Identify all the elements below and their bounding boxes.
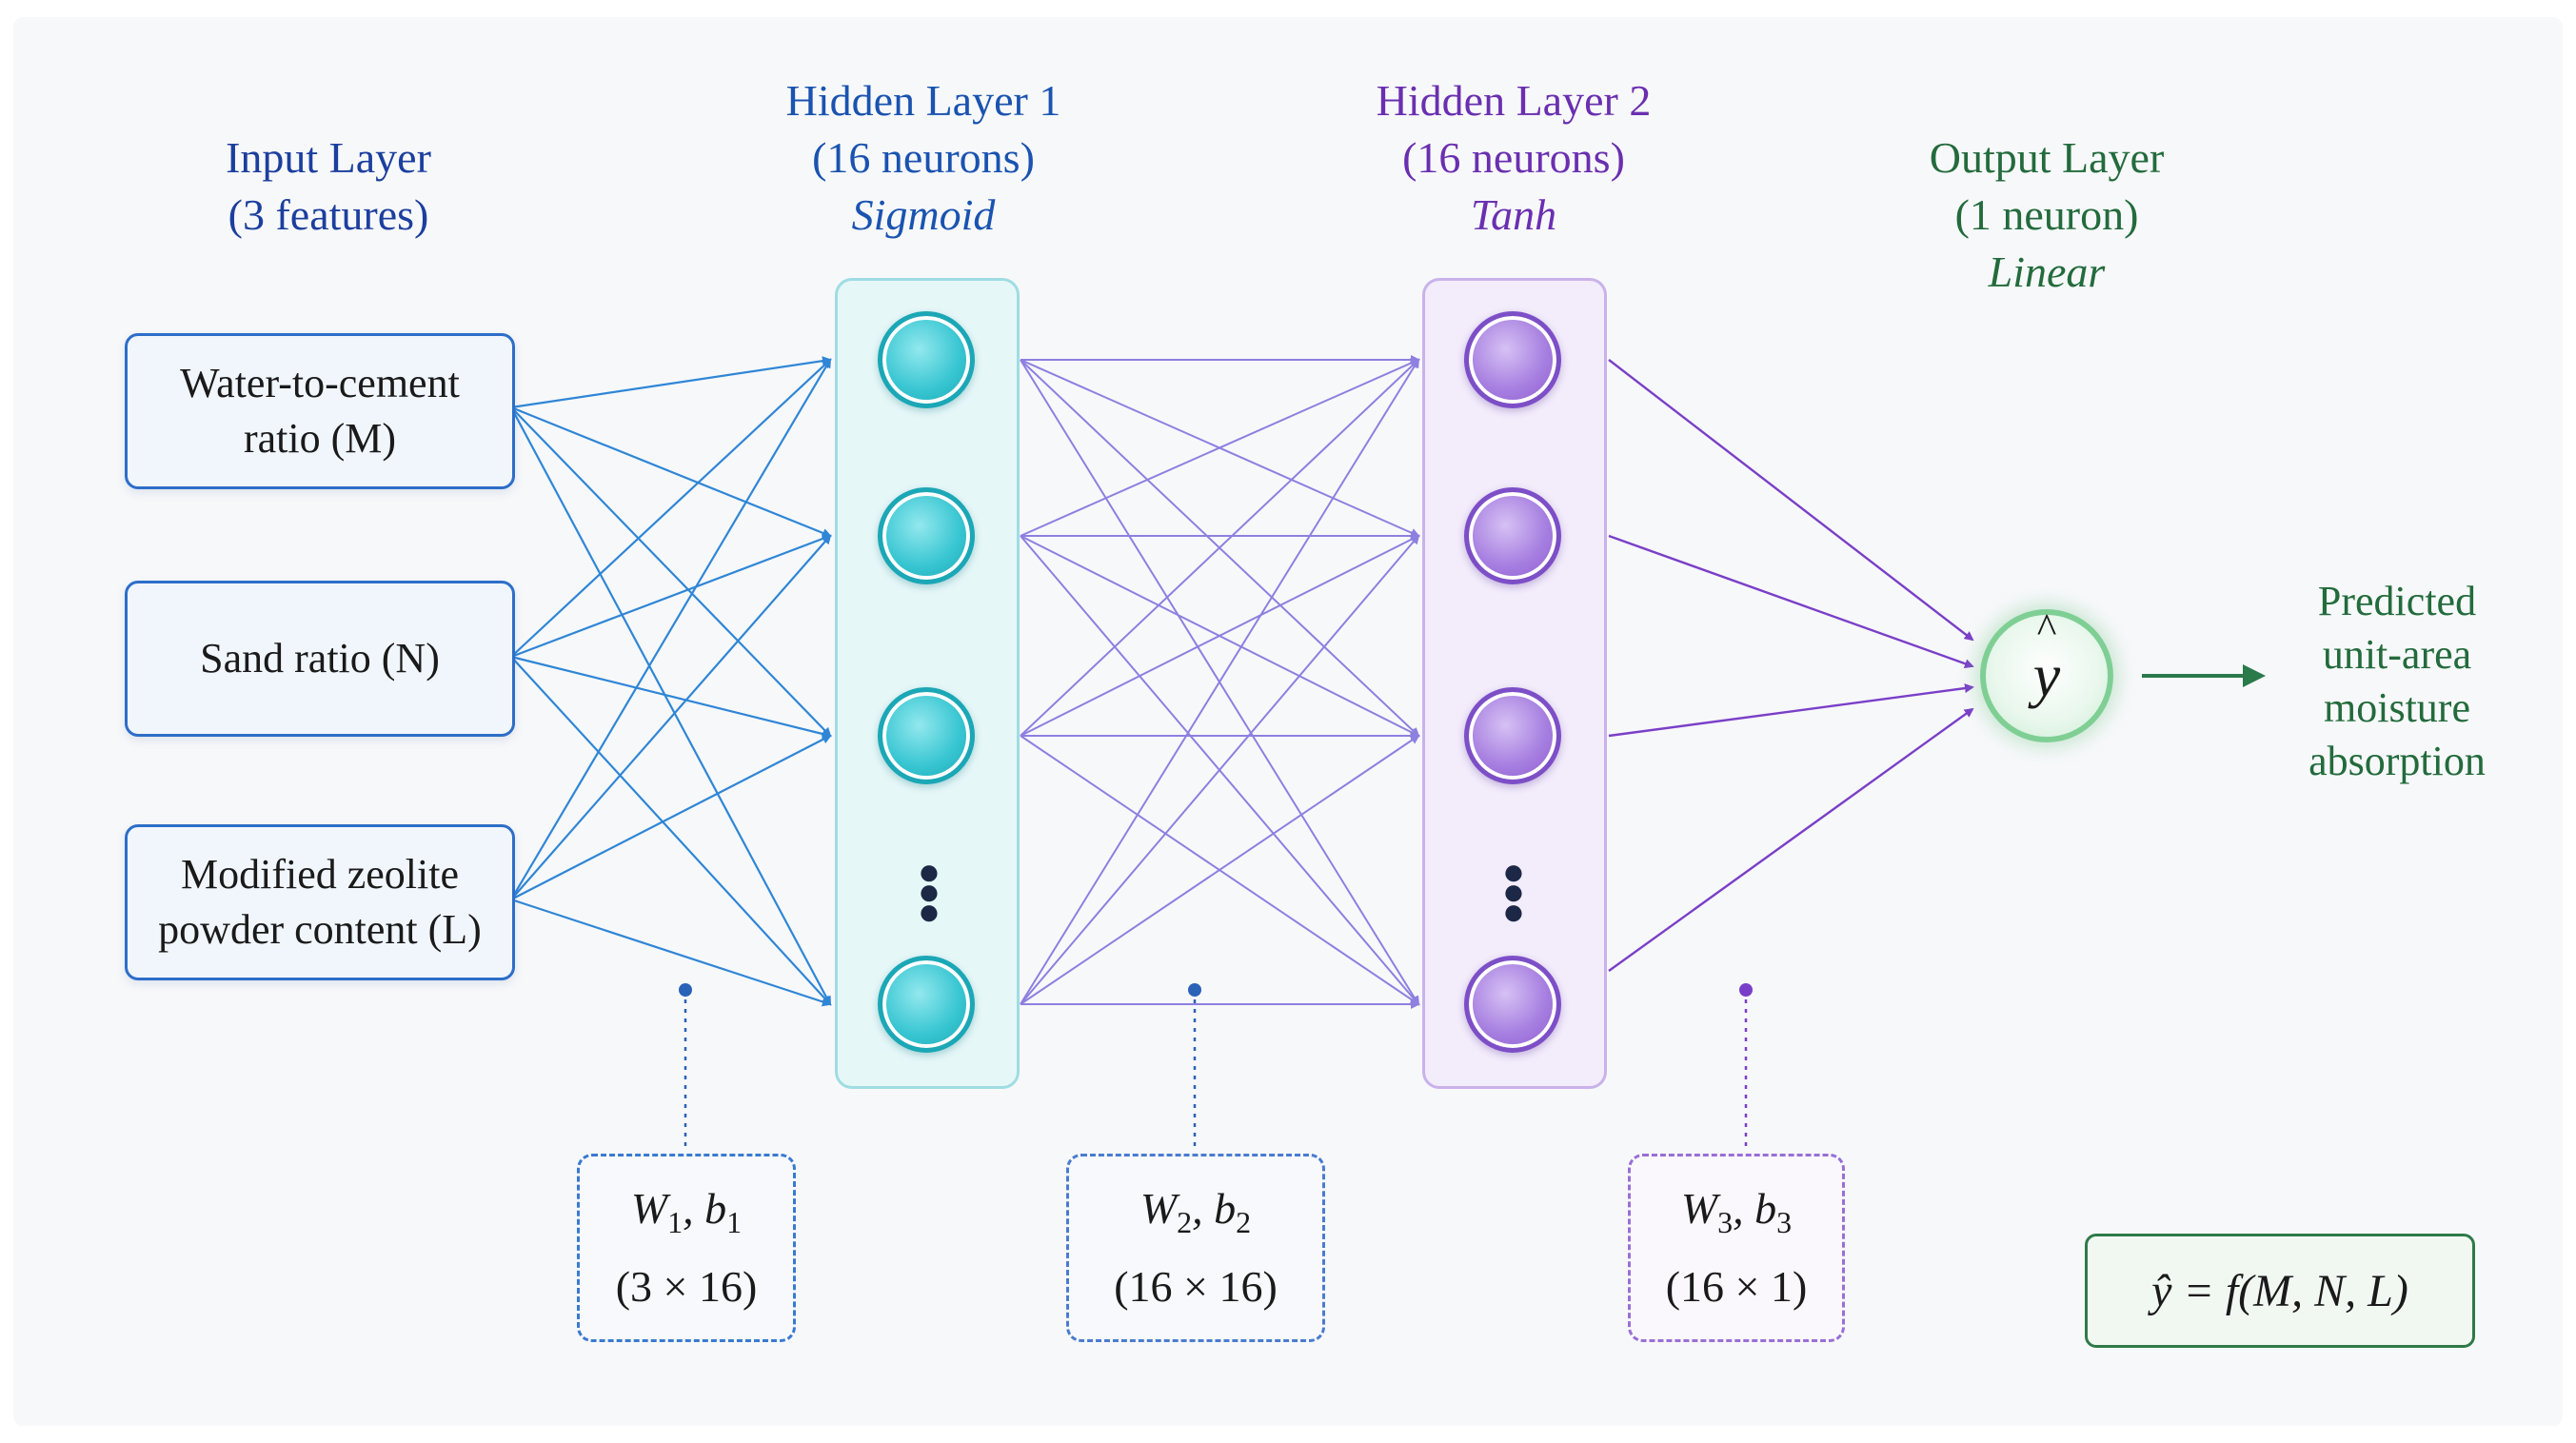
input-feature-label: powder content (L) xyxy=(158,906,482,953)
weights-name-3: W3, b3 xyxy=(1680,1183,1793,1240)
hidden-2-ellipsis: ●●● xyxy=(1501,850,1526,933)
input-feature-label: ratio (M) xyxy=(243,415,397,462)
hidden-layer-2-title-block: Hidden Layer 2 (16 neurons) Tanh xyxy=(1323,72,1704,244)
hidden-layer-2-activation: Tanh xyxy=(1470,190,1557,239)
hidden-1-neuron xyxy=(878,956,975,1053)
hidden-1-neuron xyxy=(878,687,975,784)
input-layer-title: Input Layer xyxy=(226,133,431,182)
weights-box-1: W1, b1 (3 × 16) xyxy=(577,1154,796,1342)
weights-box-2: W2, b2 (16 × 16) xyxy=(1066,1154,1325,1342)
output-neuron: y xyxy=(1980,604,2113,742)
weights-shape-3: (16 × 1) xyxy=(1665,1262,1808,1312)
output-layer-title-block: Output Layer (1 neuron) Linear xyxy=(1866,129,2228,301)
hidden-layer-2-title: Hidden Layer 2 xyxy=(1376,76,1652,125)
input-feature-label: Modified zeolite xyxy=(180,851,459,898)
hidden-layer-1-column xyxy=(835,278,1020,1089)
prediction-line: unit-area xyxy=(2322,631,2472,678)
input-feature-water-cement: Water-to-cement ratio (M) xyxy=(125,333,515,489)
hidden-layer-1-title-block: Hidden Layer 1 (16 neurons) Sigmoid xyxy=(733,72,1114,244)
hidden-layer-1-activation: Sigmoid xyxy=(851,190,996,239)
prediction-line: absorption xyxy=(2308,738,2486,784)
weights-shape-1: (3 × 16) xyxy=(615,1262,758,1312)
weights-name-1: W1, b1 xyxy=(630,1183,743,1240)
hidden-layer-2-column xyxy=(1422,278,1607,1089)
prediction-line: Predicted xyxy=(2317,578,2477,624)
weights-shape-2: (16 × 16) xyxy=(1114,1262,1278,1312)
input-layer-title-block: Input Layer (3 features) xyxy=(143,129,514,244)
hidden-2-neuron xyxy=(1464,687,1561,784)
hidden-2-neuron xyxy=(1464,956,1561,1053)
input-feature-zeolite: Modified zeolite powder content (L) xyxy=(125,824,515,980)
hidden-2-neuron xyxy=(1464,311,1561,408)
hidden-1-neuron xyxy=(878,311,975,408)
formula-text: ŷ = f(M, N, L) xyxy=(2151,1265,2408,1316)
hidden-layer-2-subtitle: (16 neurons) xyxy=(1402,133,1625,182)
weights-name-2: W2, b2 xyxy=(1139,1183,1252,1240)
weights-box-3: W3, b3 (16 × 1) xyxy=(1628,1154,1845,1342)
hidden-layer-1-title: Hidden Layer 1 xyxy=(785,76,1061,125)
output-layer-activation: Linear xyxy=(1988,247,2106,296)
output-symbol: y xyxy=(2033,604,2060,711)
input-feature-sand-ratio: Sand ratio (N) xyxy=(125,581,515,737)
hidden-1-neuron xyxy=(878,487,975,584)
input-feature-label: Water-to-cement xyxy=(180,360,460,406)
input-layer-subtitle: (3 features) xyxy=(228,190,429,239)
input-feature-label: Sand ratio (N) xyxy=(200,635,440,682)
prediction-line: moisture xyxy=(2324,684,2470,731)
output-layer-title: Output Layer xyxy=(1929,133,2165,182)
hidden-2-neuron xyxy=(1464,487,1561,584)
hidden-layer-1-subtitle: (16 neurons) xyxy=(812,133,1035,182)
hidden-1-ellipsis: ●●● xyxy=(917,850,941,933)
formula-box: ŷ = f(M, N, L) xyxy=(2085,1234,2475,1348)
output-layer-subtitle: (1 neuron) xyxy=(1954,190,2139,239)
prediction-label: Predicted unit-area moisture absorption xyxy=(2264,575,2530,788)
